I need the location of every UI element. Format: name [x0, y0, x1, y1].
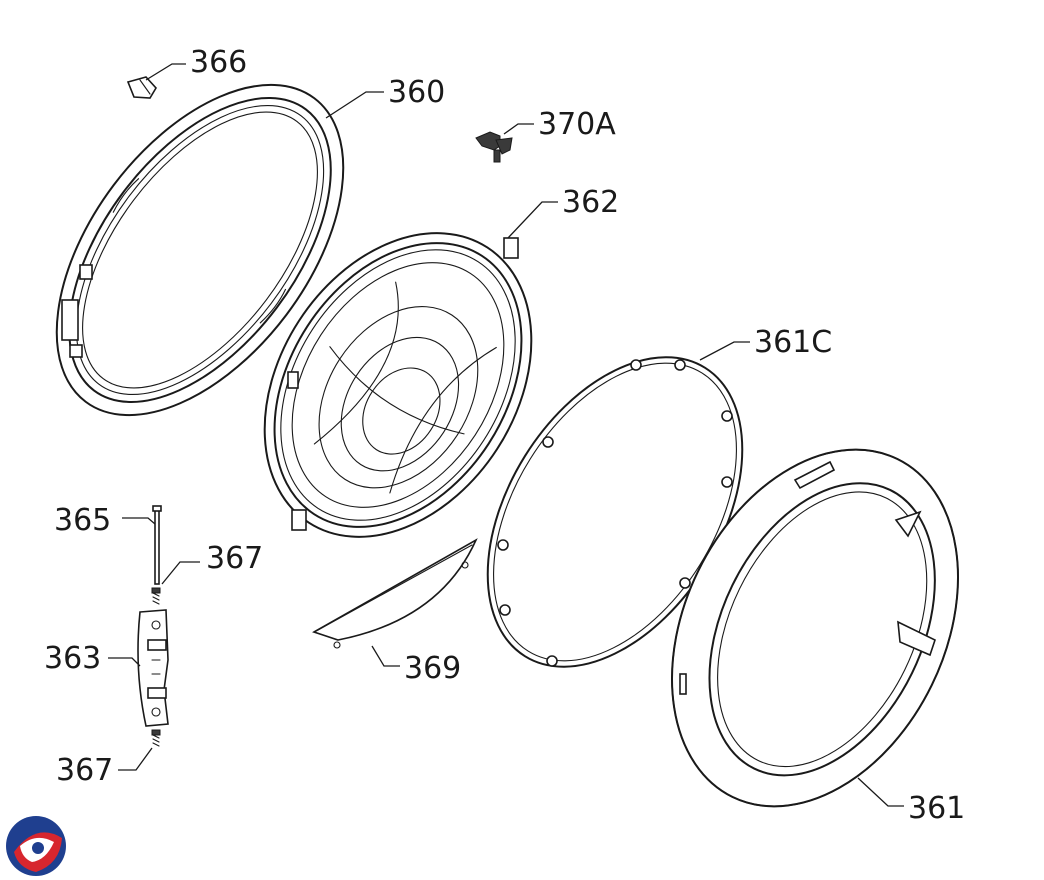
part-361c-lugs	[497, 359, 733, 667]
callout-363: 363	[44, 641, 101, 676]
part-365-hinge-pin	[152, 505, 162, 585]
callout-361: 361	[908, 791, 965, 826]
leader-370a	[503, 123, 534, 135]
part-360-inner-frame-ring	[55, 83, 345, 417]
leader-367-bottom	[118, 747, 153, 771]
part-362-door-glass	[263, 232, 533, 538]
leader-362	[507, 201, 558, 239]
callout-367-top: 367	[206, 541, 263, 576]
part-366-clip	[126, 76, 157, 99]
part-370a-latch-bracket	[475, 131, 513, 163]
leader-369	[371, 645, 400, 667]
part-361-outer-door-ring	[671, 448, 959, 808]
leader-lines	[108, 63, 904, 807]
callout-361c: 361C	[754, 325, 832, 360]
callout-367-bottom: 367	[56, 753, 113, 788]
leader-363	[108, 657, 141, 667]
callout-370a: 370A	[538, 107, 616, 142]
leader-361	[857, 777, 904, 807]
callout-369: 369	[404, 651, 461, 686]
part-367-screw-top	[151, 587, 161, 605]
part-363-hinge	[137, 609, 169, 727]
callout-366: 366	[190, 45, 247, 80]
callout-362: 362	[562, 185, 619, 220]
callout-365: 365	[54, 503, 111, 538]
leader-367-top	[161, 561, 200, 585]
leader-360	[325, 91, 384, 119]
part-360-hinge-tabs	[61, 264, 93, 358]
part-361-details	[679, 460, 936, 695]
leader-365	[122, 517, 156, 525]
leader-366	[145, 63, 186, 81]
part-362-rim-lugs	[287, 237, 519, 531]
part-369-deflector	[312, 538, 478, 649]
part-367-screw-bottom	[151, 729, 161, 747]
callout-labels: 366 360 370A 362 361C 365 367 363 369 36…	[44, 45, 965, 826]
leader-361c	[699, 341, 750, 361]
brand-logo	[6, 816, 66, 876]
callout-360: 360	[388, 75, 445, 110]
